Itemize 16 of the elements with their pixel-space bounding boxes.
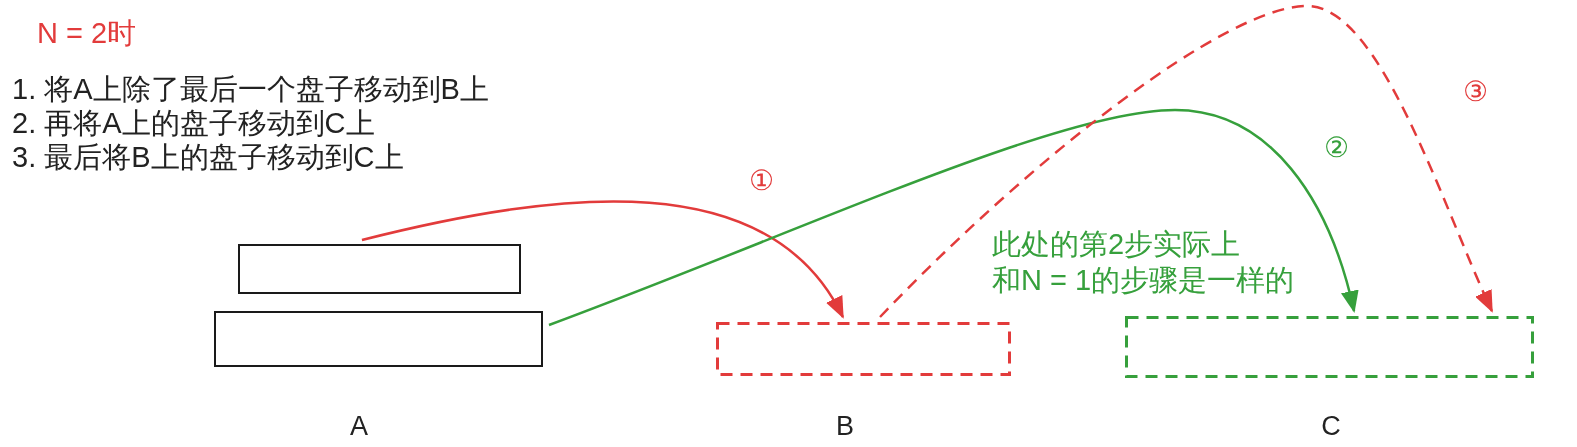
- pillar-label: B: [836, 411, 854, 443]
- step-text: 1. 将A上除了最后一个盘子移动到B上: [12, 72, 489, 106]
- step-number: ①: [748, 164, 774, 198]
- curved-arrow: [548, 108, 1358, 327]
- note-text: 此处的第2步实际上和N = 1的步骤是一样的: [992, 227, 1295, 298]
- curved-arrow: [879, 4, 1493, 318]
- title: N = 2时: [37, 17, 137, 51]
- curved-arrow: [361, 200, 844, 319]
- dashed-box: [1125, 316, 1534, 378]
- step-text: 3. 最后将B上的盘子移动到C上: [12, 140, 404, 174]
- step-text: 2. 再将A上的盘子移动到C上: [12, 106, 375, 140]
- dashed-box: [716, 322, 1011, 376]
- pillar-label: C: [1321, 411, 1341, 443]
- step-number: ②: [1323, 131, 1349, 165]
- pillar-label: A: [350, 411, 368, 443]
- step-number: ③: [1462, 75, 1488, 109]
